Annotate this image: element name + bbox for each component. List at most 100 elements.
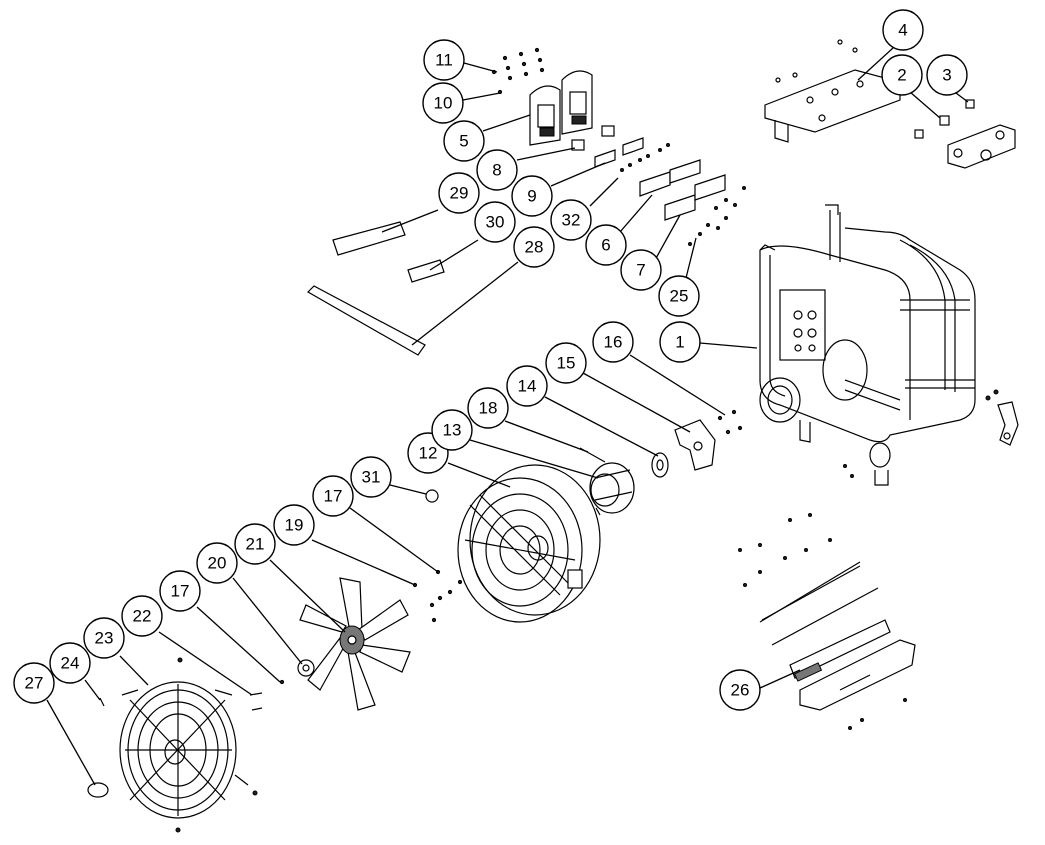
leader-28 (411, 261, 519, 346)
callout-label: 11 (435, 51, 453, 70)
part-17-19-fasteners (412, 569, 463, 623)
part-13-motor (589, 462, 635, 516)
leader-6 (619, 194, 653, 233)
part-12-shroud (457, 464, 601, 623)
part-handle (985, 389, 1019, 446)
leader-lines (46, 47, 969, 786)
leader-9 (550, 162, 606, 187)
leader-13 (469, 439, 599, 479)
callout-26: 26 (719, 669, 761, 711)
leader-18 (504, 420, 589, 453)
leader-17b (196, 606, 281, 683)
callout-label: 20 (208, 554, 227, 573)
leader-19 (311, 539, 416, 586)
part-16-fasteners (717, 409, 743, 435)
part-5-control-housings (529, 70, 593, 146)
part-8-plates (571, 125, 615, 151)
callout-label: 12 (419, 444, 438, 463)
callout-label: 14 (518, 377, 537, 396)
leader-29 (381, 209, 439, 233)
callout-label: 6 (601, 236, 610, 255)
callout-17-upper: 17 (312, 475, 354, 517)
part-26-bottom-assembly (738, 464, 916, 730)
callout-16: 16 (592, 321, 634, 363)
callout-label: 29 (450, 184, 469, 203)
part-28-label-strip (307, 285, 426, 356)
callout-3: 3 (926, 54, 968, 96)
part-22-screws (249, 679, 285, 711)
callout-25: 25 (658, 275, 700, 317)
callout-28: 28 (513, 226, 555, 268)
part-6-panels (639, 159, 701, 197)
leader-30 (429, 239, 479, 271)
callout-label: 8 (492, 161, 501, 180)
callout-label: 17 (324, 487, 343, 506)
callout-23: 23 (83, 617, 125, 659)
callout-label: 1 (675, 333, 684, 352)
part-1-main-frame (759, 204, 976, 486)
callout-22: 22 (121, 595, 163, 637)
part-27-badge (87, 782, 109, 798)
leader-17a (349, 507, 439, 573)
leader-23 (119, 655, 149, 686)
part-9-gaskets (594, 137, 644, 168)
callout-32: 32 (550, 199, 592, 241)
callout-1: 1 (659, 321, 701, 363)
callout-19: 19 (273, 504, 315, 546)
leader-7 (654, 214, 681, 261)
callout-label: 26 (731, 681, 750, 700)
leader-14 (544, 396, 659, 457)
callout-5: 5 (443, 120, 485, 162)
leader-27 (46, 699, 96, 786)
callout-21: 21 (234, 523, 276, 565)
leader-11 (463, 62, 498, 73)
callout-label: 22 (133, 607, 152, 626)
callout-label: 27 (25, 674, 44, 693)
callout-8: 8 (476, 149, 518, 191)
callout-13: 13 (431, 409, 473, 451)
callout-31: 31 (350, 456, 392, 498)
leader-32 (589, 177, 619, 207)
callout-label: 18 (479, 399, 498, 418)
callout-label: 24 (61, 654, 80, 673)
callout-30: 30 (474, 201, 516, 243)
callout-20: 20 (196, 542, 238, 584)
leader-8 (516, 147, 576, 161)
callout-17-lower: 17 (159, 570, 201, 612)
leader-21 (269, 559, 346, 633)
callout-10: 10 (422, 82, 464, 124)
part-31-nut (425, 489, 439, 503)
callout-7: 7 (620, 249, 662, 291)
leader-2 (909, 91, 941, 119)
callout-14: 14 (506, 365, 548, 407)
callout-15: 15 (545, 342, 587, 384)
callout-29: 29 (438, 172, 480, 214)
callout-label: 13 (443, 421, 462, 440)
leader-1 (699, 342, 758, 349)
callout-label: 16 (604, 333, 623, 352)
callout-label: 3 (942, 66, 951, 85)
callout-label: 15 (557, 354, 576, 373)
callout-label: 7 (636, 261, 645, 280)
callout-9: 9 (511, 175, 553, 217)
part-15-bracket (674, 419, 716, 471)
callout-18: 18 (467, 387, 509, 429)
part-4-mounting-plate (764, 39, 901, 143)
leader-24 (84, 679, 101, 701)
callout-label: 30 (486, 213, 505, 232)
callout-11: 11 (423, 39, 465, 81)
callout-label: 28 (525, 238, 544, 257)
part-32-25-fasteners (620, 143, 746, 246)
callout-label: 23 (95, 629, 114, 648)
callout-label: 5 (459, 132, 468, 151)
callout-label: 10 (434, 94, 453, 113)
callout-27: 27 (13, 662, 55, 704)
leader-12 (447, 462, 511, 488)
leader-26 (759, 669, 801, 689)
leader-15 (582, 372, 691, 433)
callout-label: 32 (562, 211, 581, 230)
leader-5 (482, 114, 531, 132)
leader-20 (232, 577, 303, 665)
callout-2: 2 (881, 54, 923, 96)
callout-label: 25 (670, 287, 689, 306)
